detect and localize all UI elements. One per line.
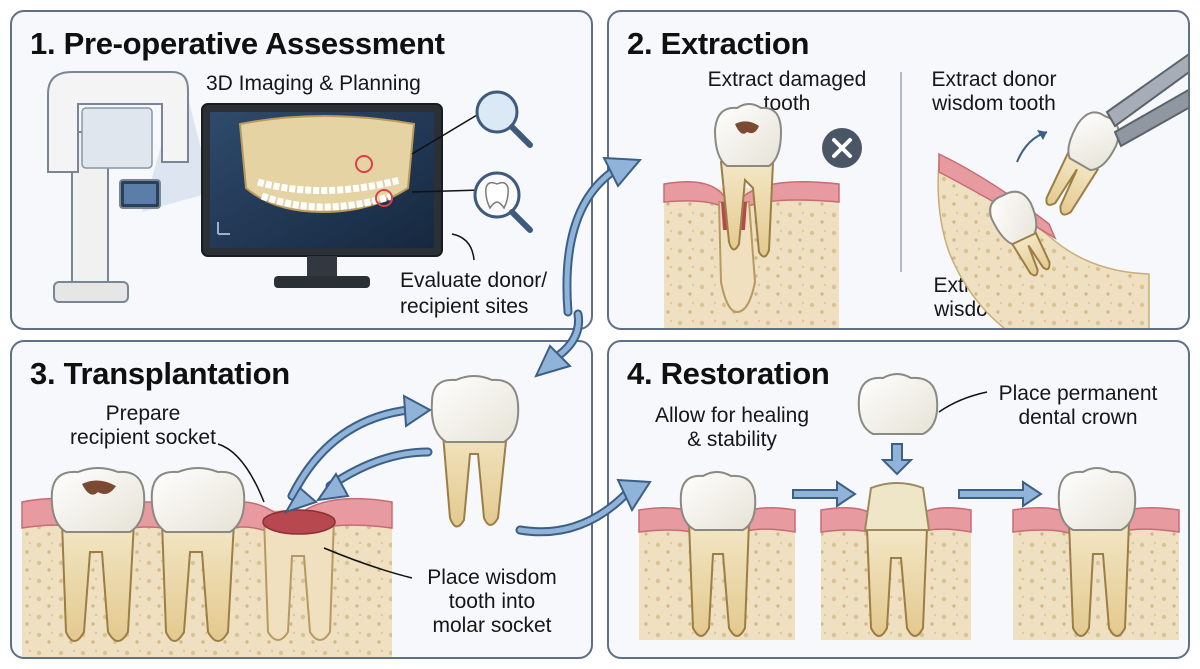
crown-label: Place permanent dental crown [998,382,1158,429]
decayed-molar [50,467,146,642]
extract-donor-label-top: Extract donor wisdom tooth [931,68,1057,115]
panel-transplantation: 3. Transplantation Prepare recipient soc… [10,340,593,659]
panel-title: 2. Extraction [627,26,810,61]
imaging-label: 3D Imaging & Planning [206,72,421,95]
place-wisdom-tooth-label: Place wisdom tooth into molar socket [427,566,557,637]
extract-damaged-label: Extract damaged tooth [707,68,867,115]
assessment-illustration [47,71,533,303]
prepare-socket-label: Prepare recipient socket [70,402,216,449]
forceps-icon [1105,53,1188,148]
restoration-illustration [638,373,1180,640]
evaluate-label: Evaluate donor/ recipient sites [400,269,548,318]
wisdom-tooth [430,375,520,528]
panel-title: 3. Transplantation [30,356,290,391]
magnifier-icon [475,90,533,148]
healthy-molar [150,467,246,642]
transplantation-illustration [21,375,520,657]
healed-tooth [679,471,757,637]
extracted-damaged-tooth [713,103,783,258]
panel-title: 1. Pre-operative Assessment [30,26,445,61]
x-circle-icon [822,128,862,168]
panel-title: 4. Restoration [627,356,830,391]
panel-extraction: 2. Extraction Extract damaged tooth Extr… [607,10,1190,330]
healing-label: Allow for healing & stability [654,404,810,451]
panel-restoration: 4. Restoration Allow for healing & stabi… [607,340,1190,659]
prepared-tooth [863,482,931,637]
donor-wisdom-tooth [1045,111,1120,216]
ct-scanner-icon [47,71,212,303]
extraction-illustration [663,53,1188,328]
recipient-socket [262,509,336,641]
tooth-magnifier-icon [473,171,533,233]
dental-crown [857,373,939,435]
monitor-icon [201,103,443,288]
panel-preoperative-assessment: 1. Pre-operative Assessment 3D Imaging &… [10,10,593,330]
restored-tooth [1057,467,1137,637]
